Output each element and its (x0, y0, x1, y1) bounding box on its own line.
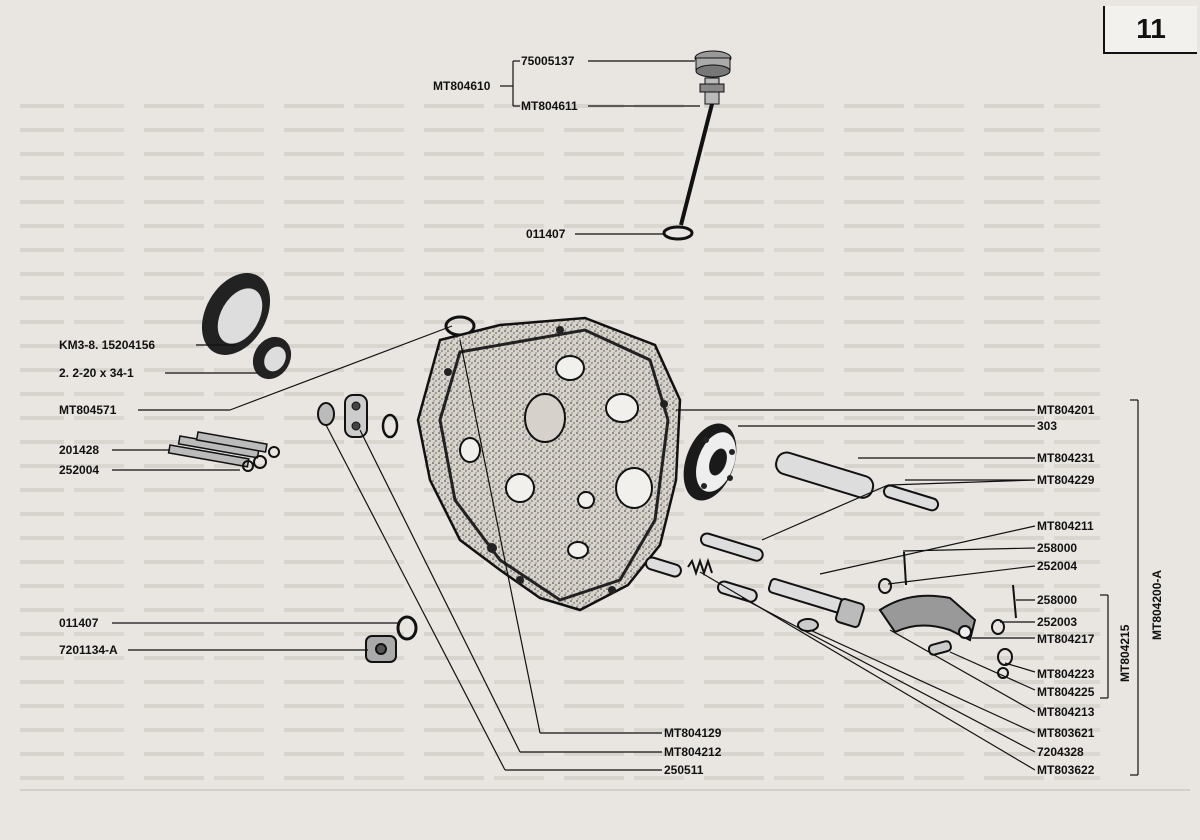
assembly-group-label: MT804200-A (1150, 569, 1164, 640)
label-252004-left: 252004 (59, 463, 100, 477)
label-mt804223: MT804223 (1037, 667, 1095, 681)
filler-plug-dipstick (662, 50, 732, 241)
ball-bearing (683, 423, 737, 501)
label-75005137: 75005137 (521, 54, 575, 68)
label-258000-upper: 258000 (1037, 541, 1078, 555)
label-km3-seal: KM3-8. 15204156 (59, 338, 156, 352)
bolt-set (167, 431, 280, 472)
label-7204328: 7204328 (1037, 745, 1084, 759)
shaft-pins (644, 451, 940, 628)
leader-lines (112, 60, 1139, 776)
small-fittings (317, 394, 399, 439)
label-mt803622: MT803622 (1037, 763, 1095, 777)
label-mt803621: MT803621 (1037, 726, 1095, 740)
shaft-seal-large (201, 273, 271, 355)
label-mt804201: MT804201 (1037, 403, 1095, 417)
label-mt804571: MT804571 (59, 403, 117, 417)
label-250511: 250511 (664, 763, 704, 777)
drain-plug (365, 615, 418, 663)
label-mt804231: MT804231 (1037, 451, 1095, 465)
label-011407-bottom: 011407 (59, 616, 99, 630)
label-mt804211: MT804211 (1037, 519, 1094, 533)
label-mt804213: MT804213 (1037, 705, 1095, 719)
label-258000-lower: 258000 (1037, 593, 1078, 607)
label-201428: 201428 (59, 443, 100, 457)
selector-fork (797, 594, 977, 656)
label-mt804212: MT804212 (664, 745, 722, 759)
label-seal-2-2-20: 2. 2-20 x 34-1 (59, 366, 134, 380)
washers-right (878, 551, 1017, 679)
subassembly-group-label: MT804215 (1118, 624, 1132, 682)
label-mt804610: MT804610 (433, 79, 491, 93)
label-011407-top: 011407 (526, 227, 566, 241)
page-number: 11 (1103, 6, 1197, 54)
label-252004-right: 252004 (1037, 559, 1078, 573)
label-252003: 252003 (1037, 615, 1078, 629)
label-mt804611: MT804611 (521, 99, 578, 113)
label-mt804225: MT804225 (1037, 685, 1095, 699)
shaft-seal-small (252, 336, 292, 380)
label-7201134-a: 7201134-A (59, 643, 118, 657)
label-mt804229: MT804229 (1037, 473, 1095, 487)
gearbox-housing (416, 316, 682, 612)
label-303: 303 (1037, 419, 1058, 433)
label-mt804217: MT804217 (1037, 632, 1095, 646)
label-mt804129: MT804129 (664, 726, 722, 740)
